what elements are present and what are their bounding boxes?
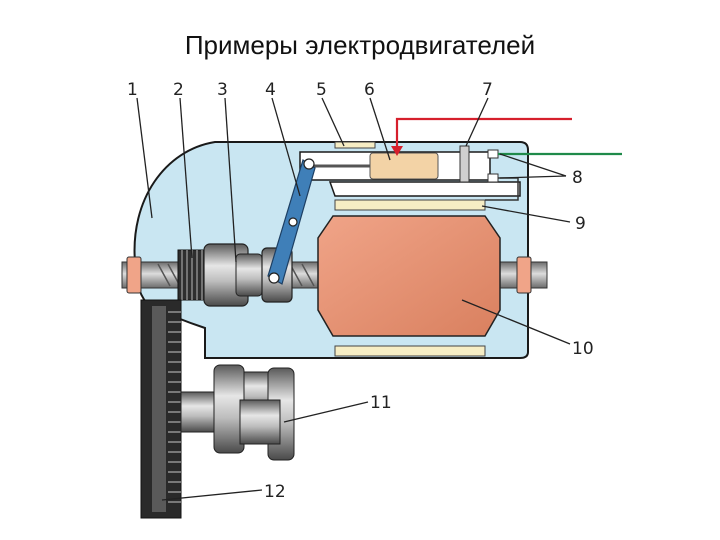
- field-winding-bottom: [334, 345, 486, 357]
- red-wire-arrow: [391, 146, 403, 156]
- callout-4: 4: [265, 80, 276, 100]
- callout-3: 3: [217, 80, 228, 100]
- terminal-bottom: [487, 173, 499, 183]
- shaft-bushing-right: [516, 256, 532, 294]
- callout-8: 8: [572, 168, 583, 188]
- armature: [317, 215, 501, 337]
- callout-6: 6: [364, 80, 375, 100]
- callout-11: 11: [370, 393, 392, 413]
- field-winding-top: [334, 199, 486, 211]
- terminal-top: [487, 149, 499, 159]
- callout-1: 1: [127, 80, 138, 100]
- housing-plate: [334, 141, 376, 149]
- clutch-hub: [235, 253, 263, 297]
- callout-10: 10: [572, 339, 594, 359]
- housing-partition: [328, 181, 521, 197]
- callout-5: 5: [316, 80, 327, 100]
- drive-lever: [267, 158, 316, 285]
- pinion-gear: [177, 249, 205, 301]
- flywheel: [140, 299, 182, 519]
- shaft-bushing-left: [126, 256, 142, 294]
- callout-7: 7: [482, 80, 493, 100]
- slide-title: Примеры электродвигателей: [184, 30, 536, 60]
- callout-12: 12: [264, 482, 286, 502]
- callout-9: 9: [575, 214, 586, 234]
- crankshaft: [180, 364, 295, 461]
- callout-2: 2: [173, 80, 184, 100]
- red-wire: [395, 117, 572, 150]
- leader-lines: [136, 97, 571, 501]
- contact-plate: [459, 145, 470, 183]
- solenoid-core: [369, 152, 439, 180]
